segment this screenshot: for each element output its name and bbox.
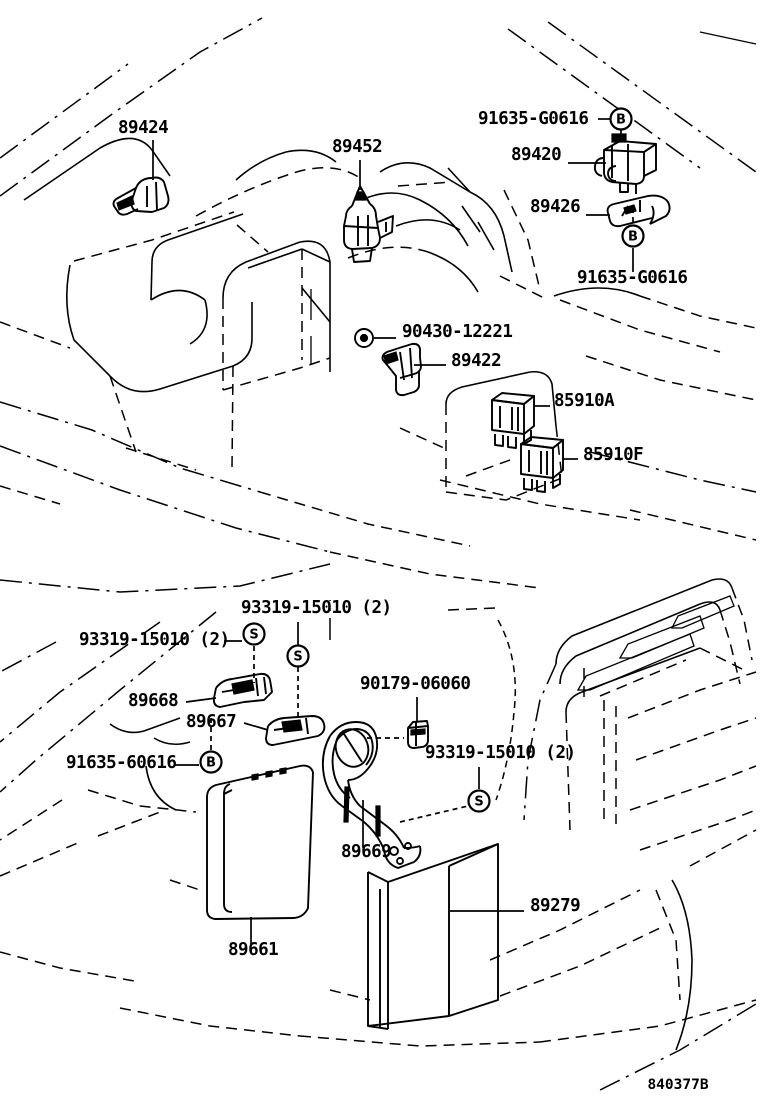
part-label-89424: 89424: [118, 118, 168, 138]
symbol-b-marker: B: [609, 107, 633, 131]
symbol-b-marker: B: [199, 750, 223, 774]
symbol-circle: [609, 107, 633, 131]
symbol-circle: [199, 750, 223, 774]
part-89661: [206, 764, 314, 920]
symbol-circle: [467, 789, 491, 813]
part-label-89279: 89279: [530, 896, 580, 916]
symbol-glyph: B: [206, 756, 216, 771]
symbol-glyph: B: [628, 230, 638, 245]
symbol-circle: [286, 644, 310, 668]
part-89426: [606, 194, 671, 228]
symbol-circle: [242, 622, 266, 646]
part-label-90179-06060: 90179-06060: [360, 674, 470, 694]
part-label-89661: 89661: [228, 940, 278, 960]
part-label-91635-G0616: 91635-G0616: [478, 109, 588, 129]
part-label-93319-15010-2: 93319-15010 (2): [425, 743, 576, 763]
part-89422: [381, 342, 422, 397]
part-label-89426: 89426: [530, 197, 580, 217]
symbol-s-marker: S: [242, 622, 266, 646]
part-label-93319-15010-2: 93319-15010 (2): [79, 630, 230, 650]
part-label-89667: 89667: [186, 712, 236, 732]
part-89668: [212, 672, 273, 708]
part-89420: [593, 133, 657, 194]
part-label-90430-12221: 90430-12221: [402, 322, 512, 342]
symbol-circle: [621, 224, 645, 248]
label-layer: 89424 89452 91635-G0616 89420 89426 91635-G06…: [66, 109, 688, 960]
part-label-89422: 89422: [451, 351, 501, 371]
symbol-b-marker: B: [621, 224, 645, 248]
part-89452: [343, 185, 394, 263]
part-90430-12221: [354, 328, 374, 348]
part-89279: [367, 843, 499, 1030]
symbol-glyph: B: [616, 113, 626, 128]
part-label-89669: 89669: [341, 842, 391, 862]
symbol-glyph: S: [474, 795, 483, 810]
part-label-85910A: 85910A: [554, 391, 615, 411]
part-89669: [321, 721, 422, 869]
symbol-glyph: S: [249, 628, 258, 643]
part-label-91635-60616: 91635-60616: [66, 753, 176, 773]
leader-lines: [152, 118, 634, 946]
symbol-glyph: S: [293, 650, 302, 665]
lower-body-outlines: [0, 563, 757, 1091]
figure-code: 840377B: [647, 1077, 708, 1093]
symbol-s-marker: S: [286, 644, 310, 668]
part-90179-06060: [407, 720, 429, 749]
part-85910A: [491, 392, 535, 449]
part-89667: [265, 715, 326, 746]
part-89424: [112, 176, 170, 216]
upper-body-outlines: [0, 17, 757, 589]
part-label-93319-15010-2: 93319-15010 (2): [241, 598, 392, 618]
part-label-89452: 89452: [332, 137, 382, 157]
symbol-s-marker: S: [467, 789, 491, 813]
part-label-89668: 89668: [128, 691, 178, 711]
part-label-85910F: 85910F: [583, 445, 643, 465]
part-label-91635-G0616: 91635-G0616: [577, 268, 687, 288]
part-85910F: [520, 436, 564, 493]
part-label-89420: 89420: [511, 145, 561, 165]
symbol-layer: B B S S B S: [199, 107, 645, 813]
